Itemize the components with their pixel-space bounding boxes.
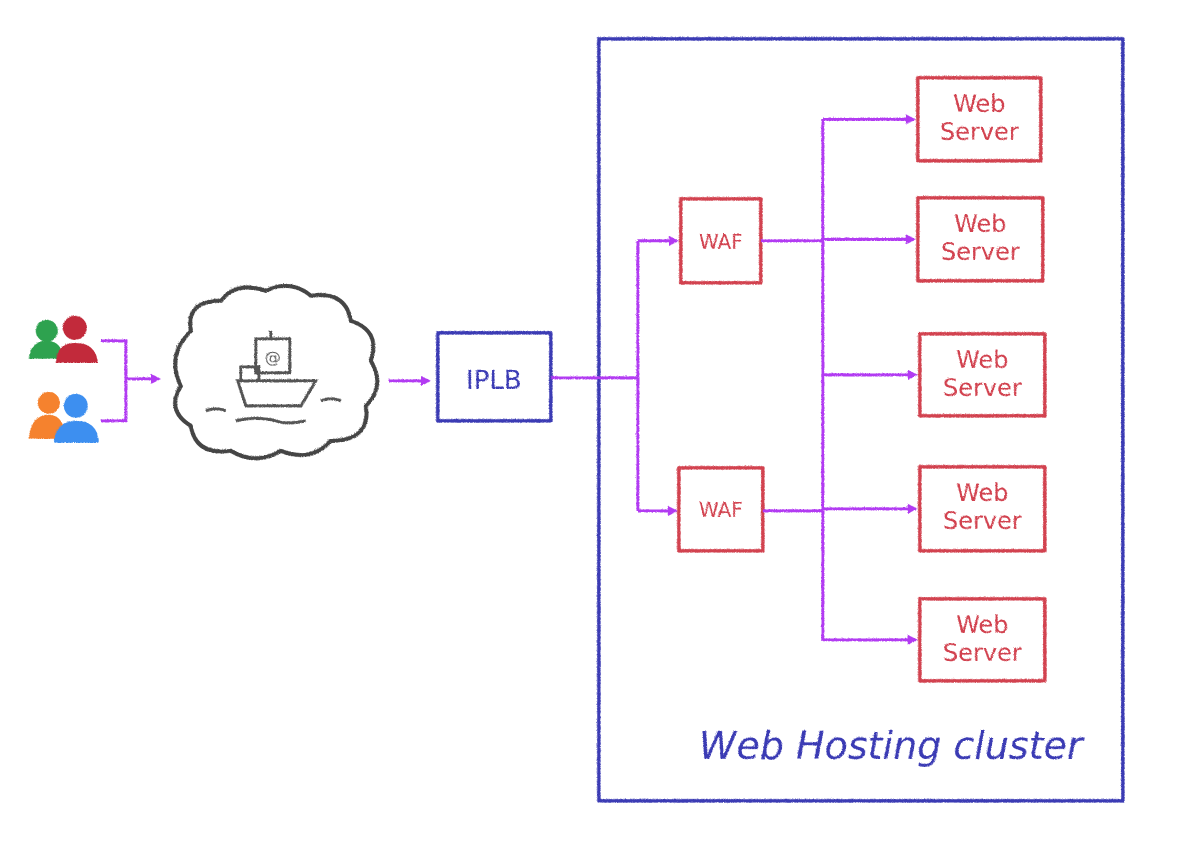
web-server-label-3-line2: Server — [942, 373, 1021, 401]
web-server-label-4-line2: Server — [942, 506, 1021, 534]
web-server-label-1-line1: Web — [952, 89, 1004, 117]
web-hosting-cluster-boundary — [596, 36, 1124, 802]
users-to-internet-arrow — [100, 338, 158, 422]
waf-label-2: WAF — [698, 497, 742, 521]
web-server-label-2-line2: Server — [940, 237, 1019, 265]
waf-to-server-bus — [760, 118, 824, 640]
web-server-box-4 — [917, 464, 1046, 552]
web-server-label-2-line1: Web — [953, 209, 1005, 237]
internet-cloud: @ — [172, 283, 379, 460]
web-server-box-5 — [917, 596, 1046, 682]
web-server-label-5-line1: Web — [955, 610, 1007, 638]
web-server-box-1 — [915, 75, 1042, 162]
web-server-label-1-line2: Server — [939, 117, 1018, 145]
web-server-box-3 — [917, 331, 1046, 417]
iplb-label: IPLB — [465, 365, 521, 395]
web-server-box-2 — [915, 195, 1044, 282]
web-server-label-4-line1: Web — [955, 478, 1007, 506]
users-icon — [28, 315, 98, 442]
waf-label-1: WAF — [698, 229, 742, 253]
web-server-label-5-line2: Server — [942, 638, 1021, 666]
ship-icon — [204, 330, 341, 424]
cluster-label: Web Hosting cluster — [698, 723, 1084, 767]
at-sign: @ — [264, 347, 280, 366]
web-server-label-3-line1: Web — [955, 345, 1007, 373]
iplb-to-waf-flow — [550, 240, 639, 510]
